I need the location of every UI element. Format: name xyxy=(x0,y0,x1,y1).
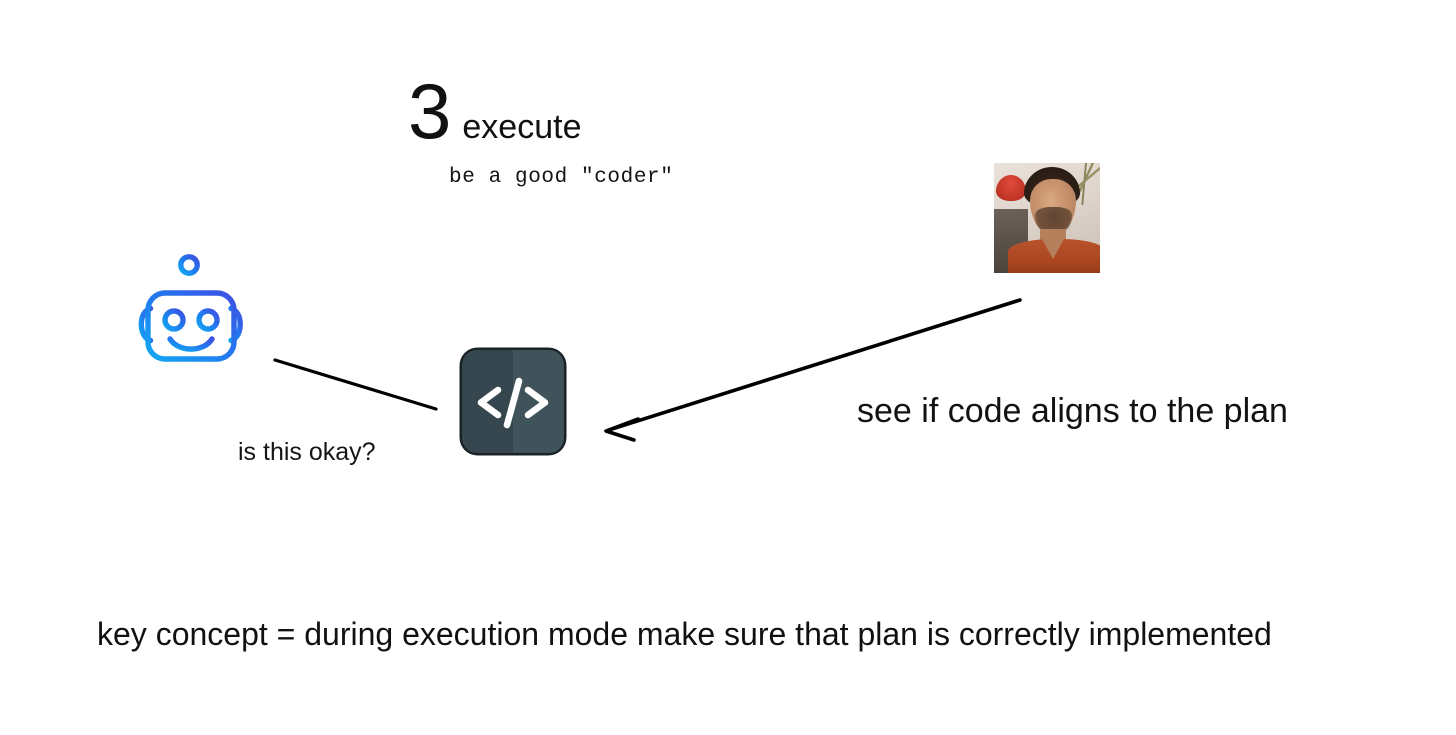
caption-key-concept: key concept = during execution mode make… xyxy=(97,616,1272,652)
person-to-code-arrow-head xyxy=(604,417,640,442)
step-subtitle: be a good "coder" xyxy=(449,166,674,189)
person-photo xyxy=(994,163,1100,273)
step-number: 3 xyxy=(408,67,451,155)
label-is-this-okay: is this okay? xyxy=(238,438,376,466)
robot-to-code-line xyxy=(273,358,438,411)
robot-icon xyxy=(130,252,252,370)
photo-lamp xyxy=(996,175,1026,201)
step-title: execute xyxy=(462,108,582,146)
label-see-if-code-aligns: see if code aligns to the plan xyxy=(857,392,1288,430)
step-heading: 3 execute xyxy=(408,72,581,150)
code-icon xyxy=(457,345,569,458)
